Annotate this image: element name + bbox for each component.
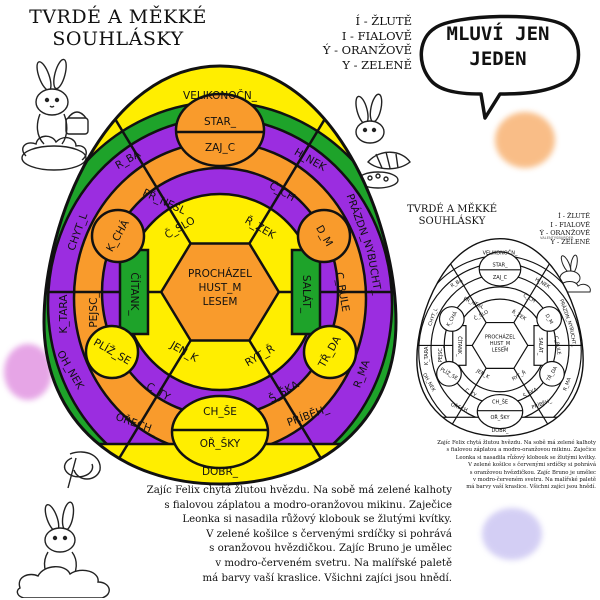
egg-circle	[539, 360, 565, 387]
egg-word: CH_ŠE	[203, 405, 237, 418]
speech-bubble-icon	[419, 14, 581, 120]
egg-circle	[302, 324, 358, 380]
egg-center-word: LESEM	[203, 296, 238, 308]
mini-story-line: s oranžovou hvězdičkou. Zajíc Bruno je u…	[469, 469, 596, 476]
egg-divider	[113, 118, 192, 245]
speech-bubble: MLUVÍ JEN JEDEN	[428, 22, 568, 72]
egg-word: PEJSC_	[88, 292, 100, 328]
egg-word: OŘ_ŠKY	[490, 413, 510, 421]
story-text: Zajíc Felix chytá žlutou hvězdu. Na sobě…	[120, 484, 452, 586]
egg-circle	[90, 208, 146, 264]
egg-divider	[449, 263, 487, 323]
story-line: s fialovou záplatou a modro-oranžovou mi…	[164, 499, 452, 511]
egg-word: ZAJ_C	[205, 142, 235, 154]
story-line: má barvy vaší kraslice. Všichni zajíci j…	[202, 572, 452, 584]
egg-outline	[416, 237, 584, 437]
egg-green-tab-right	[290, 248, 322, 336]
egg-divider	[113, 339, 192, 466]
legend-yellow: Í - ŽLUTĚ	[355, 14, 413, 28]
egg-word: DOBR_	[202, 466, 239, 478]
egg-top-oval	[174, 92, 266, 168]
bunny-painter-icon	[355, 93, 411, 189]
mini-story-line: V zelené košilce s červenými srdíčky si …	[468, 462, 596, 469]
speech-line-1: MLUVÍ JEN	[446, 23, 550, 45]
egg-outline	[42, 64, 398, 486]
legend-orange: Ý - ORANŽOVĚ	[322, 43, 412, 57]
mini-story-line: v modro-červeném svetru. Na malířské pal…	[472, 477, 596, 484]
egg-top-oval	[478, 251, 522, 287]
worksheet-title: TVRDÉ A MĚKKÉ SOUHLÁSKY	[18, 6, 218, 50]
mini-story-line: Leonka si nasadila růžový klobouk se žlu…	[455, 454, 596, 461]
egg-center-word: HUST_M	[199, 282, 242, 294]
egg-center-word: LESEM	[492, 348, 508, 354]
egg-center-word: PROCHÁZEL	[485, 333, 515, 340]
egg-word: D_M	[543, 313, 553, 325]
egg-circle	[436, 360, 462, 387]
mini-story-line: Zajíc Felix chytá žlutou hvězdu. Na sobě…	[437, 440, 596, 446]
story-line: Zajíc Felix chytá žlutou hvězdu. Na sobě…	[146, 485, 452, 496]
story-line: s oranžovou hvězdičkou. Zajíc Bruno je u…	[209, 543, 452, 555]
mini-legend-yellow: Í - ŽLUTĚ	[558, 212, 590, 220]
egg-word: K_TARA	[58, 294, 70, 334]
egg-word: STAR_	[204, 116, 237, 128]
mini-color-legend: Í - ŽLUTĚ I - FIALOVĚ Ý - ORANŽOVĚ Y - Z…	[510, 212, 590, 246]
egg-center-word: HUST_M	[490, 341, 510, 347]
legend-purple: I - FIALOVĚ	[341, 28, 412, 43]
egg-divider	[513, 368, 551, 428]
mini-credit: VALENTYSBURDER	[540, 236, 574, 240]
color-legend: Í - ŽLUTĚ I - FIALOVĚ Ý - ORANŽOVĚ Y - Z…	[262, 14, 412, 72]
egg-word: C_BULE	[553, 336, 562, 356]
egg-word: SALÁT_	[537, 337, 544, 356]
mini-legend-green: Y - ZELENĚ	[550, 237, 590, 246]
title-line-1: TVRDÉ A MĚKKÉ	[29, 6, 207, 28]
egg-word: CH_ŠE	[492, 399, 508, 406]
story-line: v modro-červeném svetru. Na malířské pal…	[215, 557, 452, 569]
egg-word: VELIKONOČN_	[183, 89, 258, 102]
egg-word: ČÍTANK_	[456, 336, 463, 357]
mini-legend-purple: I - FIALOVĚ	[550, 220, 590, 229]
egg-circle	[438, 306, 465, 332]
mini-story-line: s fialovou záplatou a modro-oranžovou mi…	[446, 447, 596, 454]
egg-divider	[248, 118, 327, 245]
egg-center-word: PROCHÁZEL	[188, 267, 252, 280]
speech-line-2: JEDEN	[469, 48, 527, 70]
egg-word: BUCHT_	[568, 327, 577, 348]
egg-word: C_TY	[464, 388, 478, 400]
egg-bottom-oval	[476, 394, 524, 430]
story-line: Leonka si nasadila růžový klobouk se žlu…	[182, 514, 452, 526]
egg-word: ZAJ_C	[493, 275, 508, 281]
egg-divider	[248, 339, 327, 466]
egg-word: SALÁT_	[300, 275, 313, 314]
egg-word: PEJSC_	[438, 345, 444, 362]
mini-title-line-2: SOUHLÁSKY	[418, 216, 486, 227]
mini-legend-orange: Ý - ORANŽOVĚ	[539, 229, 590, 237]
bunny-basket-icon	[21, 58, 89, 171]
story-line: V zelené košilce s červenými srdíčky si …	[206, 528, 452, 540]
egg-circle	[536, 306, 563, 332]
egg-word: STAR_	[492, 263, 508, 269]
egg-divider	[449, 368, 487, 428]
egg-circle	[296, 208, 352, 264]
egg-word: R_MA	[562, 376, 572, 391]
egg-bottom-oval	[170, 394, 270, 470]
mini-title-line-1: TVRDÉ A MĚKKÉ	[406, 204, 498, 215]
mini-story-line: má barvy vaší kraslice. Všichni zajíci j…	[466, 484, 596, 491]
egg-divider	[513, 263, 551, 323]
egg-word: R_BA	[450, 277, 465, 289]
title-line-2: SOUHLÁSKY	[52, 28, 184, 50]
egg-word: ČÍTANK_	[128, 272, 141, 316]
mini-worksheet-title: TVRDÉ A MĚKKÉ SOUHLÁSKY	[392, 204, 512, 228]
bunny-net-icon	[16, 451, 110, 598]
egg-word: OŘ_ŠKY	[200, 437, 241, 450]
mini-story-text: Zajíc Felix chytá žlutou hvězdu. Na sobě…	[420, 440, 596, 492]
egg-word: VELIKONOČN_	[483, 249, 518, 256]
legend-green: Y - ZELENĚ	[342, 57, 412, 72]
egg-word: DOBR_	[491, 428, 509, 434]
egg-circle	[84, 324, 140, 380]
egg-word: K_TARA	[424, 346, 430, 365]
